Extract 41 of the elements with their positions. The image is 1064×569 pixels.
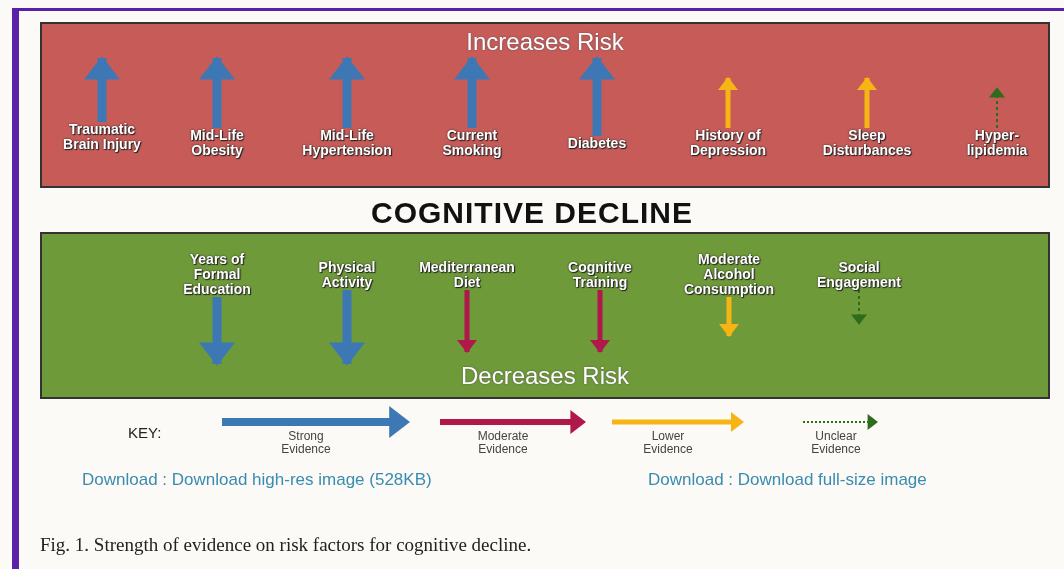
risk-factor-label: Diabetes [547, 136, 647, 151]
download-link: Download : Download high-res image (528KB) [82, 470, 432, 490]
figure-caption: Fig. 1. Strength of evidence on risk factors for cognitive decline. [40, 534, 532, 556]
risk-factor-label: Current Smoking [422, 128, 522, 158]
evidence-arrow [590, 290, 610, 353]
protective-band [40, 232, 1050, 399]
evidence-arrow [84, 56, 120, 122]
risk-factor-label: Traumatic Brain Injury [52, 122, 152, 152]
evidence-arrow [199, 297, 235, 366]
risk-band [40, 22, 1050, 188]
legend-text: Unclear Evidence [810, 430, 862, 456]
band-heading: Increases Risk [465, 28, 625, 56]
evidence-arrow [454, 56, 490, 128]
legend-text: Strong Evidence [280, 430, 332, 456]
risk-factor-label: Years of Formal Education [167, 252, 267, 297]
download-link: Download : Download full-size image [648, 470, 927, 490]
risk-factor-label: Social Engagement [809, 260, 909, 290]
risk-factor-label: Physical Activity [297, 260, 397, 290]
evidence-arrow [719, 297, 739, 337]
evidence-arrow [857, 77, 877, 128]
legend-text: Moderate Evidence [476, 430, 530, 456]
risk-factor-label: Moderate Alcohol Consumption [679, 252, 779, 297]
risk-factor-label: Hyper-lipidemia [947, 128, 1047, 158]
diagram-title: COGNITIVE DECLINE [370, 196, 694, 230]
evidence-arrow [329, 56, 365, 128]
key-label: KEY: [128, 424, 162, 441]
evidence-arrow [329, 290, 365, 366]
risk-factor-label: Mid-Life Obesity [167, 128, 267, 158]
risk-factor-label: History of Depression [678, 128, 778, 158]
evidence-arrow [199, 56, 235, 128]
risk-factor-label: Sleep Disturbances [817, 128, 917, 158]
band-heading: Decreases Risk [459, 362, 630, 390]
evidence-arrow [989, 87, 1005, 129]
legend-text: Lower Evidence [642, 430, 694, 456]
evidence-arrow [457, 290, 477, 353]
risk-factor-label: Mid-Life Hypertension [297, 128, 397, 158]
evidence-arrow [718, 77, 738, 128]
evidence-arrow [851, 289, 867, 325]
evidence-arrow [579, 56, 615, 136]
risk-factor-label: Cognitive Training [550, 260, 650, 290]
risk-factor-label: Mediterranean Diet [417, 260, 517, 290]
